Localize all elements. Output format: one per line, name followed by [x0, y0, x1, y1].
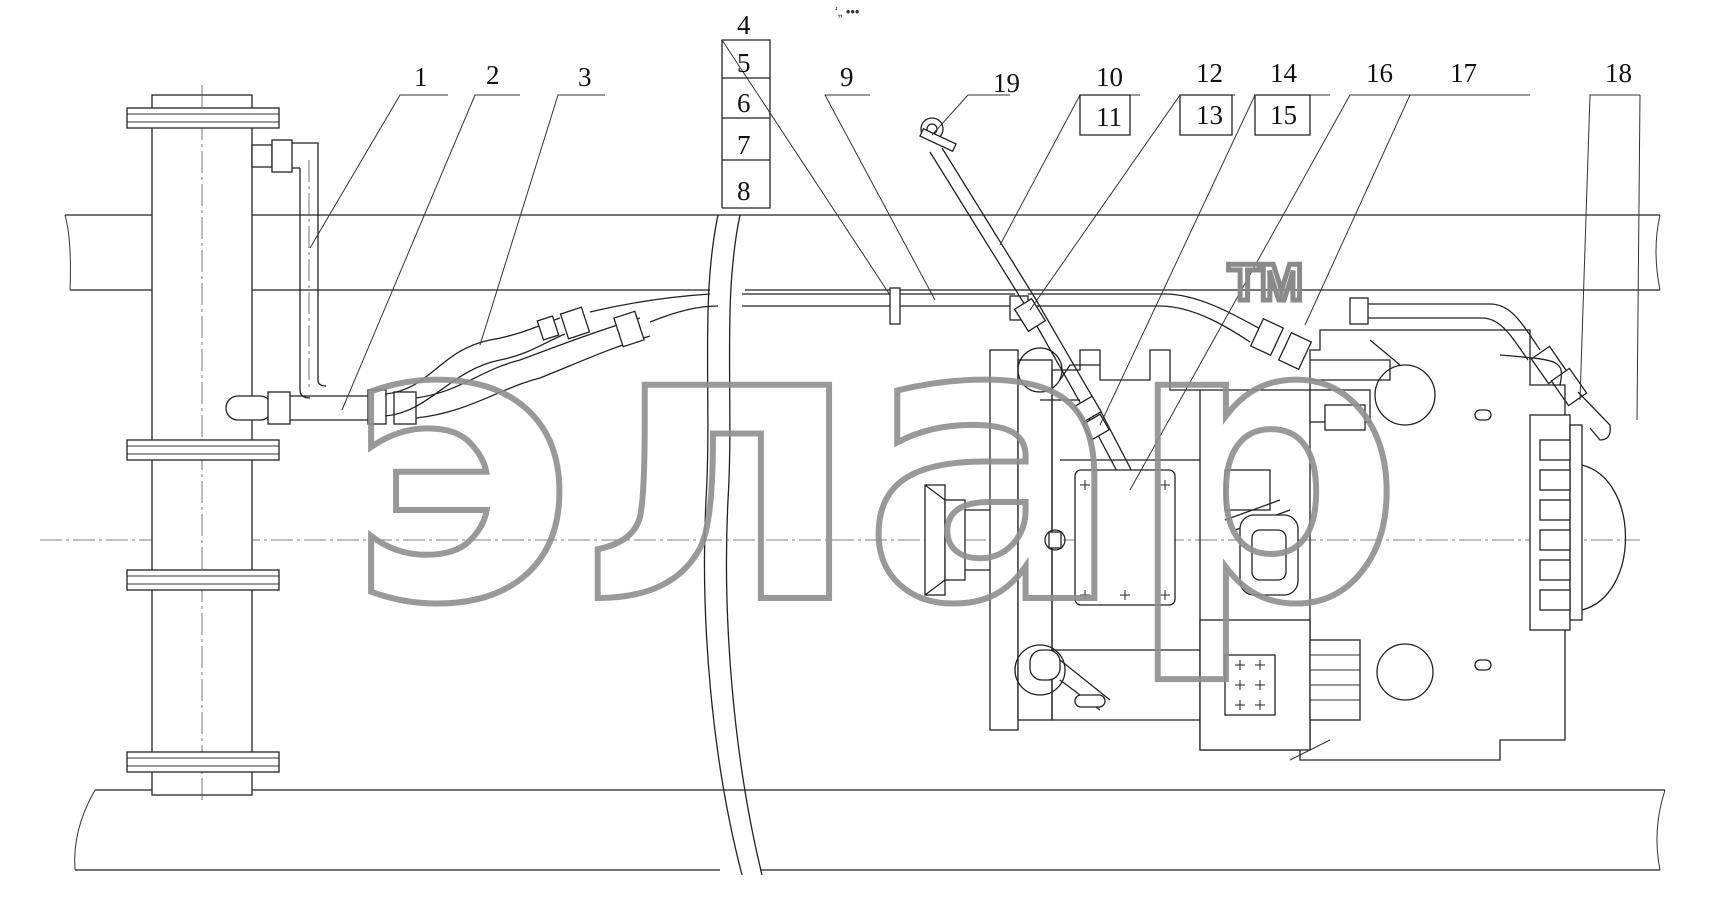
callout-17: 17: [1450, 58, 1477, 88]
callout-8: 8: [737, 176, 751, 206]
callout-box-12-13: [1179, 94, 1233, 136]
bottom-fitting: [225, 389, 417, 425]
header-mark: ‘„ •••: [835, 4, 860, 19]
callout-15: 15: [1270, 100, 1297, 130]
callout-16: 16: [1366, 58, 1393, 88]
gearbox-housing: [989, 329, 1566, 761]
callout-6: 6: [737, 88, 751, 118]
watermark-logo: элар: [345, 236, 1404, 690]
callout-5: 5: [737, 48, 751, 78]
watermark-trademark: TM: [1228, 254, 1303, 312]
callout-7: 7: [737, 130, 751, 160]
callout-3: 3: [578, 62, 592, 92]
callout-19: 19: [993, 68, 1020, 98]
rear-cover: [1529, 414, 1627, 631]
input-flange: [924, 484, 990, 596]
pipe-1: [299, 160, 327, 399]
hose-2-3: [384, 293, 719, 419]
callout-9: 9: [840, 62, 854, 92]
callout-1: 1: [414, 62, 428, 92]
callout-18: 18: [1605, 58, 1632, 88]
callout-box-14-15: [1254, 94, 1311, 136]
callout-box-10-11: [1079, 94, 1131, 136]
frame-rail-lower: [74, 789, 1666, 871]
pipe-17-18: [1349, 297, 1611, 441]
break-line: [703, 214, 763, 876]
callout-14: 14: [1270, 58, 1298, 88]
callout-11: 11: [1096, 102, 1122, 132]
callout-13: 13: [1196, 100, 1223, 130]
dipstick-19: [919, 117, 1153, 518]
callout-stack-4-8: [721, 39, 771, 209]
vertical-tank: [126, 85, 280, 800]
top-fitting: [251, 139, 319, 173]
callout-2: 2: [486, 60, 500, 90]
callout-4: 4: [737, 10, 751, 40]
callout-10: 10: [1096, 62, 1123, 92]
callout-12: 12: [1196, 58, 1223, 88]
